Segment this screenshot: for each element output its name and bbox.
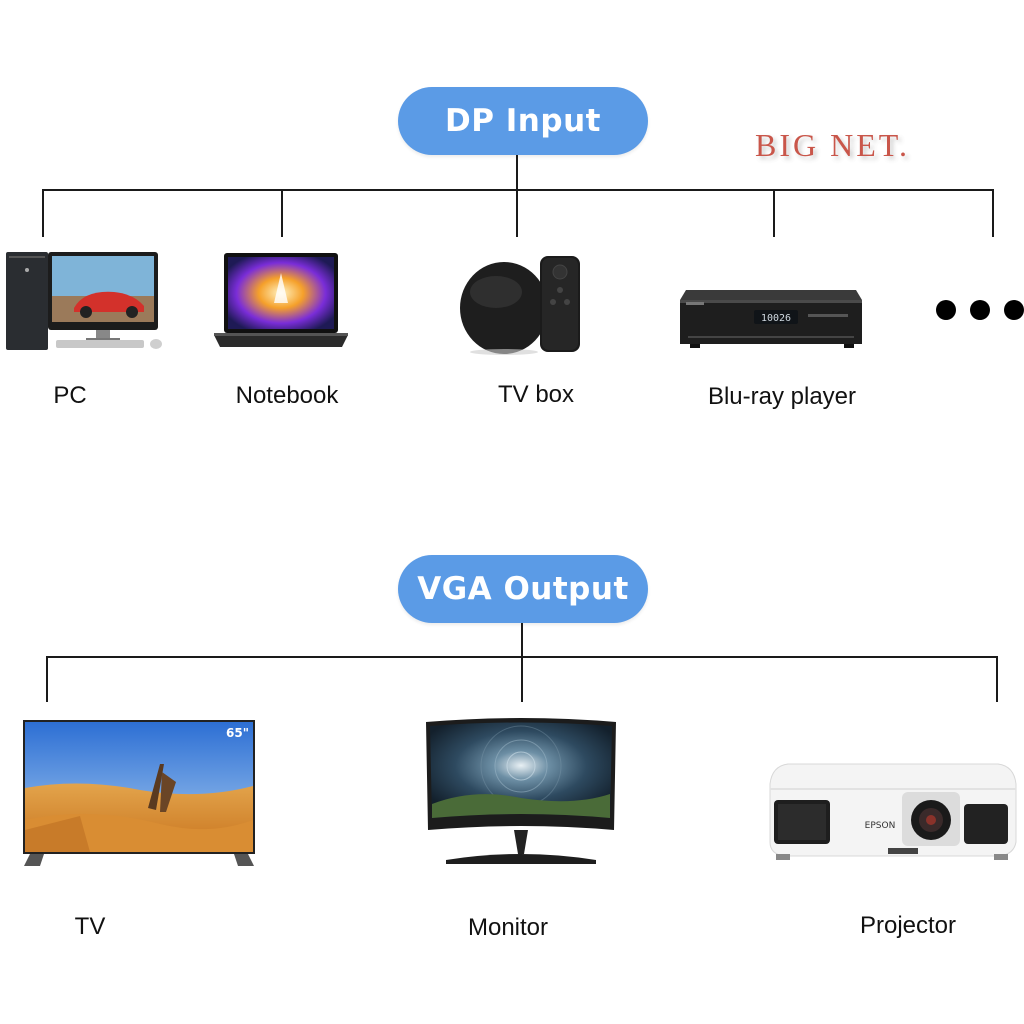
svg-text:10026: 10026 bbox=[761, 313, 791, 324]
output-tree-branch-projector bbox=[996, 656, 998, 702]
tv-icon: 65" bbox=[23, 720, 255, 866]
tv-box-icon bbox=[460, 256, 580, 355]
input-tree-branch-pc bbox=[42, 189, 44, 237]
input-tree-stem bbox=[516, 155, 518, 190]
tv-size-badge: 65" bbox=[226, 726, 249, 740]
tv-label: TV bbox=[74, 913, 106, 940]
input-tree-branch-bluray bbox=[773, 189, 775, 237]
dp-input-heading: DP Input bbox=[398, 87, 648, 155]
monitor-label: Monitor bbox=[467, 914, 549, 941]
output-tree-branch-monitor bbox=[521, 656, 523, 702]
projector-brand: EPSON bbox=[865, 821, 896, 831]
blu-ray-player-icon: 10026 bbox=[680, 290, 862, 348]
notebook-label: Notebook bbox=[235, 382, 339, 409]
input-tree-branch-more bbox=[992, 189, 994, 237]
input-tree-branch-notebook bbox=[281, 189, 283, 237]
input-tree-branch-tvbox bbox=[516, 189, 518, 237]
pc-icon bbox=[6, 252, 162, 350]
more-devices-ellipsis bbox=[936, 300, 1024, 320]
ellipsis-dot bbox=[1004, 300, 1024, 320]
ellipsis-dot bbox=[936, 300, 956, 320]
projector-label: Projector bbox=[859, 912, 957, 939]
pc-label: PC bbox=[53, 382, 87, 409]
input-tree-bar bbox=[42, 189, 994, 191]
monitor-icon bbox=[426, 718, 616, 864]
output-tree-stem bbox=[521, 623, 523, 657]
blu-ray-player-label: Blu-ray player bbox=[707, 383, 857, 410]
notebook-icon bbox=[214, 253, 348, 347]
ellipsis-dot bbox=[970, 300, 990, 320]
watermark-text: BIG NET. bbox=[755, 127, 910, 163]
tv-box-label: TV box bbox=[497, 381, 575, 408]
projector-icon: EPSON bbox=[769, 763, 1017, 860]
output-tree-branch-tv bbox=[46, 656, 48, 702]
vga-output-heading: VGA Output bbox=[398, 555, 648, 623]
